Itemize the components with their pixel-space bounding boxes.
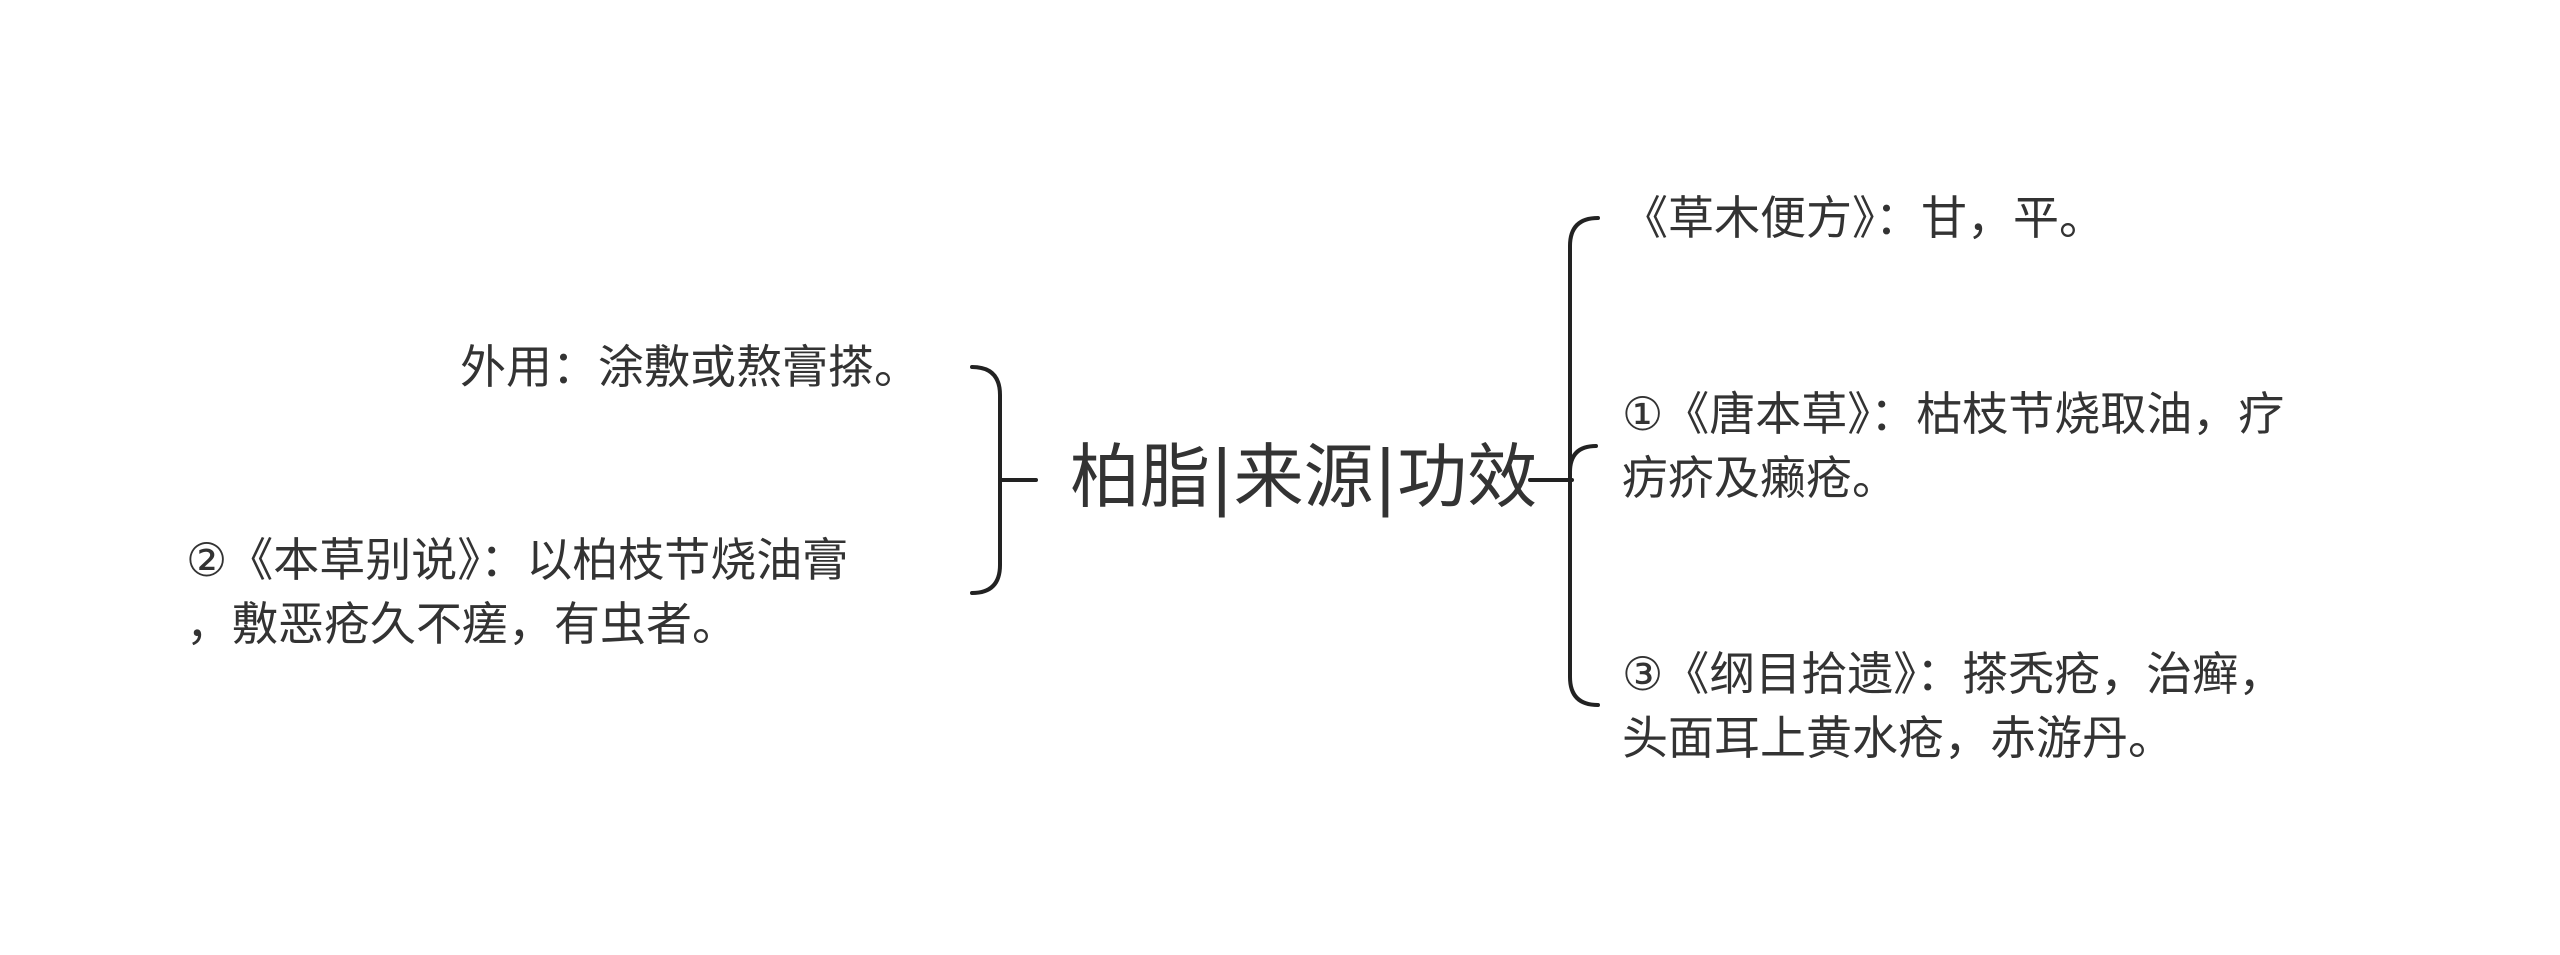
central-topic[interactable]: 柏脂|来源|功效	[1070, 436, 1538, 518]
left-branch-bencao-bieshuo[interactable]: ②《本草别说》：以柏枝节烧油膏 ，敷恶疮久不瘥，有虫者。	[186, 533, 849, 651]
right-bracket	[1568, 216, 1600, 707]
left-bracket	[970, 365, 1002, 595]
right-bracket-middle-tick	[1568, 444, 1598, 474]
left-branch-topical-use[interactable]: 外用：涂敷或熬膏搽。	[460, 340, 920, 394]
right-branch-gangmu-shiyi[interactable]: ③《纲目拾遗》：搽秃疮，治癣， 头面耳上黄水疮，赤游丹。	[1622, 647, 2285, 765]
right-branch-caomu-bianfang[interactable]: 《草木便方》：甘，平。	[1622, 191, 2105, 245]
right-branch-tang-bencao[interactable]: ①《唐本草》：枯枝节烧取油，疗 疠疥及癞疮。	[1622, 387, 2285, 505]
